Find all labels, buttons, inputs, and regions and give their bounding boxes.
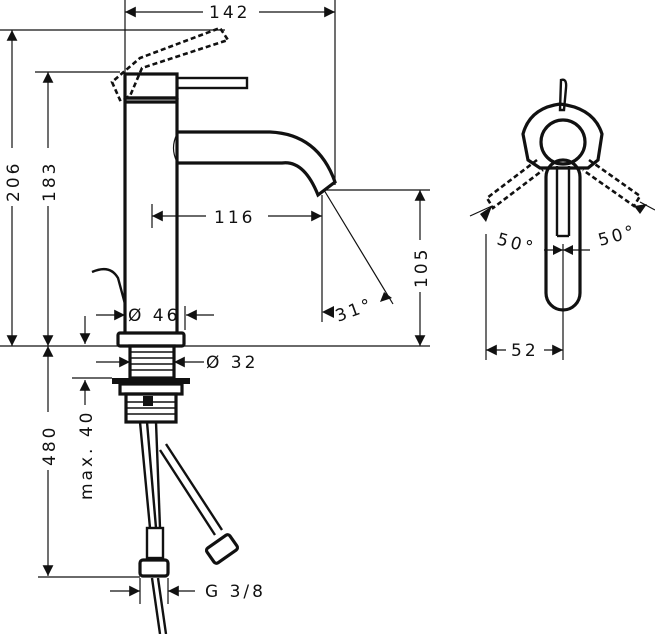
- lever-raised-ghost: [110, 26, 231, 102]
- dim-overall-height: 206: [4, 161, 24, 202]
- dim-handle-rotation-right: 50°: [596, 221, 639, 250]
- dim-body-height: 183: [40, 161, 60, 202]
- lever: [175, 76, 249, 90]
- dim-body-diameter: Ø 46: [128, 306, 180, 326]
- dim-handle-offset: 52: [511, 341, 539, 361]
- dim-hose-length: 480: [40, 425, 60, 466]
- dim-spout-height: 105: [412, 247, 432, 288]
- dim-spout-reach: 116: [214, 208, 255, 228]
- handle-cap: [123, 72, 179, 100]
- top-view: 50° 50° 52: [469, 78, 655, 361]
- dim-spout-angle: 31°: [333, 295, 377, 327]
- dim-shank-diameter: Ø 32: [206, 353, 258, 373]
- dim-overall-width: 142: [209, 3, 250, 23]
- dim-max-counter-thickness: max. 40: [77, 410, 97, 500]
- side-view: 142 206 183 116 105 31° Ø 46 Ø 32 max. 4…: [0, 0, 432, 634]
- dim-hose-connection: G 3/8: [205, 582, 266, 602]
- spout: [177, 130, 337, 198]
- popup-rod: [91, 267, 127, 305]
- dim-handle-rotation-left: 50°: [495, 230, 538, 259]
